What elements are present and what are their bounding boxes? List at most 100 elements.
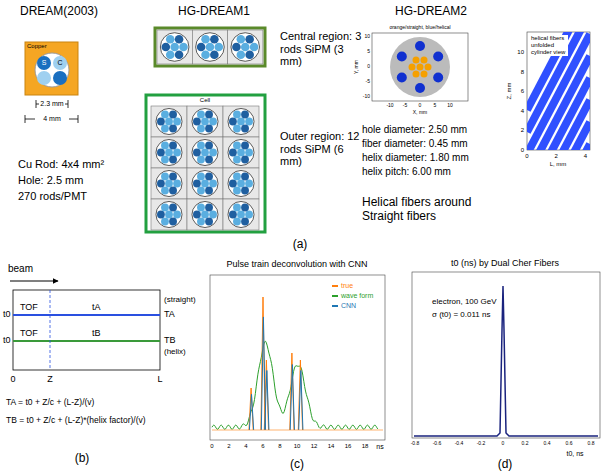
figure-label: X, mm [413, 110, 427, 116]
figure-label: 8 [521, 68, 524, 75]
outer-region-box [146, 95, 265, 232]
rod-cell [157, 30, 192, 64]
fiber [241, 125, 249, 133]
fiber [173, 180, 181, 188]
figure-label: t0 [3, 309, 11, 319]
figure-label: 0 [419, 103, 422, 109]
legend-swatch [332, 305, 338, 307]
straight-fiber [413, 57, 420, 64]
rod-cell [223, 106, 259, 137]
figure-label: S [42, 59, 47, 67]
rod-hole [228, 108, 254, 134]
fiber [245, 50, 254, 59]
fiber [157, 211, 165, 219]
fiber [165, 149, 173, 157]
rod-cell [151, 199, 187, 230]
helix-stripe [527, 122, 590, 150]
figure-label: 0 [367, 64, 370, 70]
fiber [229, 211, 237, 219]
figure-label: TA = t0 + Z/c + (L-Z)/(v) [6, 398, 94, 408]
figure-label: beam [8, 263, 33, 275]
fiber [210, 50, 219, 59]
fiber [245, 180, 253, 188]
fiber [205, 156, 213, 164]
legend-text: wave form [341, 292, 373, 299]
figure-label: Outer region: 12 rods SiPM (6 mm) [280, 130, 362, 168]
cher-fiber [37, 71, 51, 85]
fiber [161, 156, 169, 164]
dimension-lines [25, 100, 78, 123]
fiber [229, 149, 237, 157]
fiber [201, 50, 210, 59]
fiber [169, 125, 177, 133]
z-marker [50, 290, 51, 370]
figure-label: 18 [362, 443, 369, 450]
fiber [169, 218, 177, 226]
figure-label: -0.4 [455, 441, 464, 447]
rod-cell [223, 137, 259, 168]
rod-cell [151, 168, 187, 199]
helical-fiber [433, 52, 443, 62]
fiber [205, 173, 213, 181]
figure-label: HG-DREAM1 [178, 5, 250, 19]
fiber [201, 149, 209, 157]
fiber [165, 180, 173, 188]
figure-label: 0.6 [566, 441, 573, 447]
figure-label: 0.8 [588, 441, 595, 447]
figure-label: 6 [261, 443, 264, 450]
rod-cell [187, 199, 223, 230]
figure-label: DREAM(2003) [20, 5, 98, 19]
rod-cell [187, 137, 223, 168]
fiber [241, 43, 250, 52]
true-spike [298, 360, 302, 430]
fiber [237, 211, 245, 219]
rod-cell [187, 168, 223, 199]
figure-label: (c) [290, 458, 304, 472]
fiber [245, 211, 253, 219]
fiber [157, 180, 165, 188]
fiber [233, 156, 241, 164]
rod-cell [223, 168, 259, 199]
rod-cell [187, 106, 223, 137]
fiber [161, 111, 169, 119]
fiber [201, 35, 210, 44]
cnn-spike [249, 394, 253, 430]
figure-label: TB [164, 335, 176, 345]
straight-fiber [417, 64, 424, 71]
fiber [232, 43, 241, 52]
figure-label: 4 [584, 153, 587, 160]
legend-entry: wave form [332, 292, 373, 300]
figure-label: TA [164, 309, 175, 319]
fiber [233, 142, 241, 150]
helical-fiber [415, 41, 425, 51]
figure-label: 0 [10, 374, 15, 384]
cnn-spike [290, 365, 294, 430]
fiber [169, 156, 177, 164]
rod-hole [192, 201, 218, 227]
straight-fiber [413, 70, 420, 77]
fiber [193, 149, 201, 157]
figure-label: Cu Rod: 4x4 mm² [18, 158, 104, 171]
timing-box [13, 290, 160, 370]
figure-label: (d) [498, 458, 513, 472]
figure-label: -0.2 [477, 441, 486, 447]
fiber [157, 118, 165, 126]
copper-rod [25, 42, 78, 95]
figure-label: Helical fibers around Straight fibers [362, 196, 512, 224]
figure-label: fiber diameter: 0.45 mm [362, 138, 468, 150]
fiber [233, 218, 241, 226]
figure-label: 6 [521, 88, 524, 95]
fiber [169, 187, 177, 195]
figure-label: 4 [521, 107, 524, 114]
fiber [175, 35, 184, 44]
fiber [233, 111, 241, 119]
fiber [197, 187, 205, 195]
straight-fiber [409, 64, 416, 71]
fiber [165, 211, 173, 219]
fiber [233, 187, 241, 195]
fiber [241, 187, 249, 195]
fiber [166, 35, 175, 44]
fiber [161, 142, 169, 150]
figure-label: 16 [345, 443, 352, 450]
figure-label: Z [47, 374, 53, 384]
